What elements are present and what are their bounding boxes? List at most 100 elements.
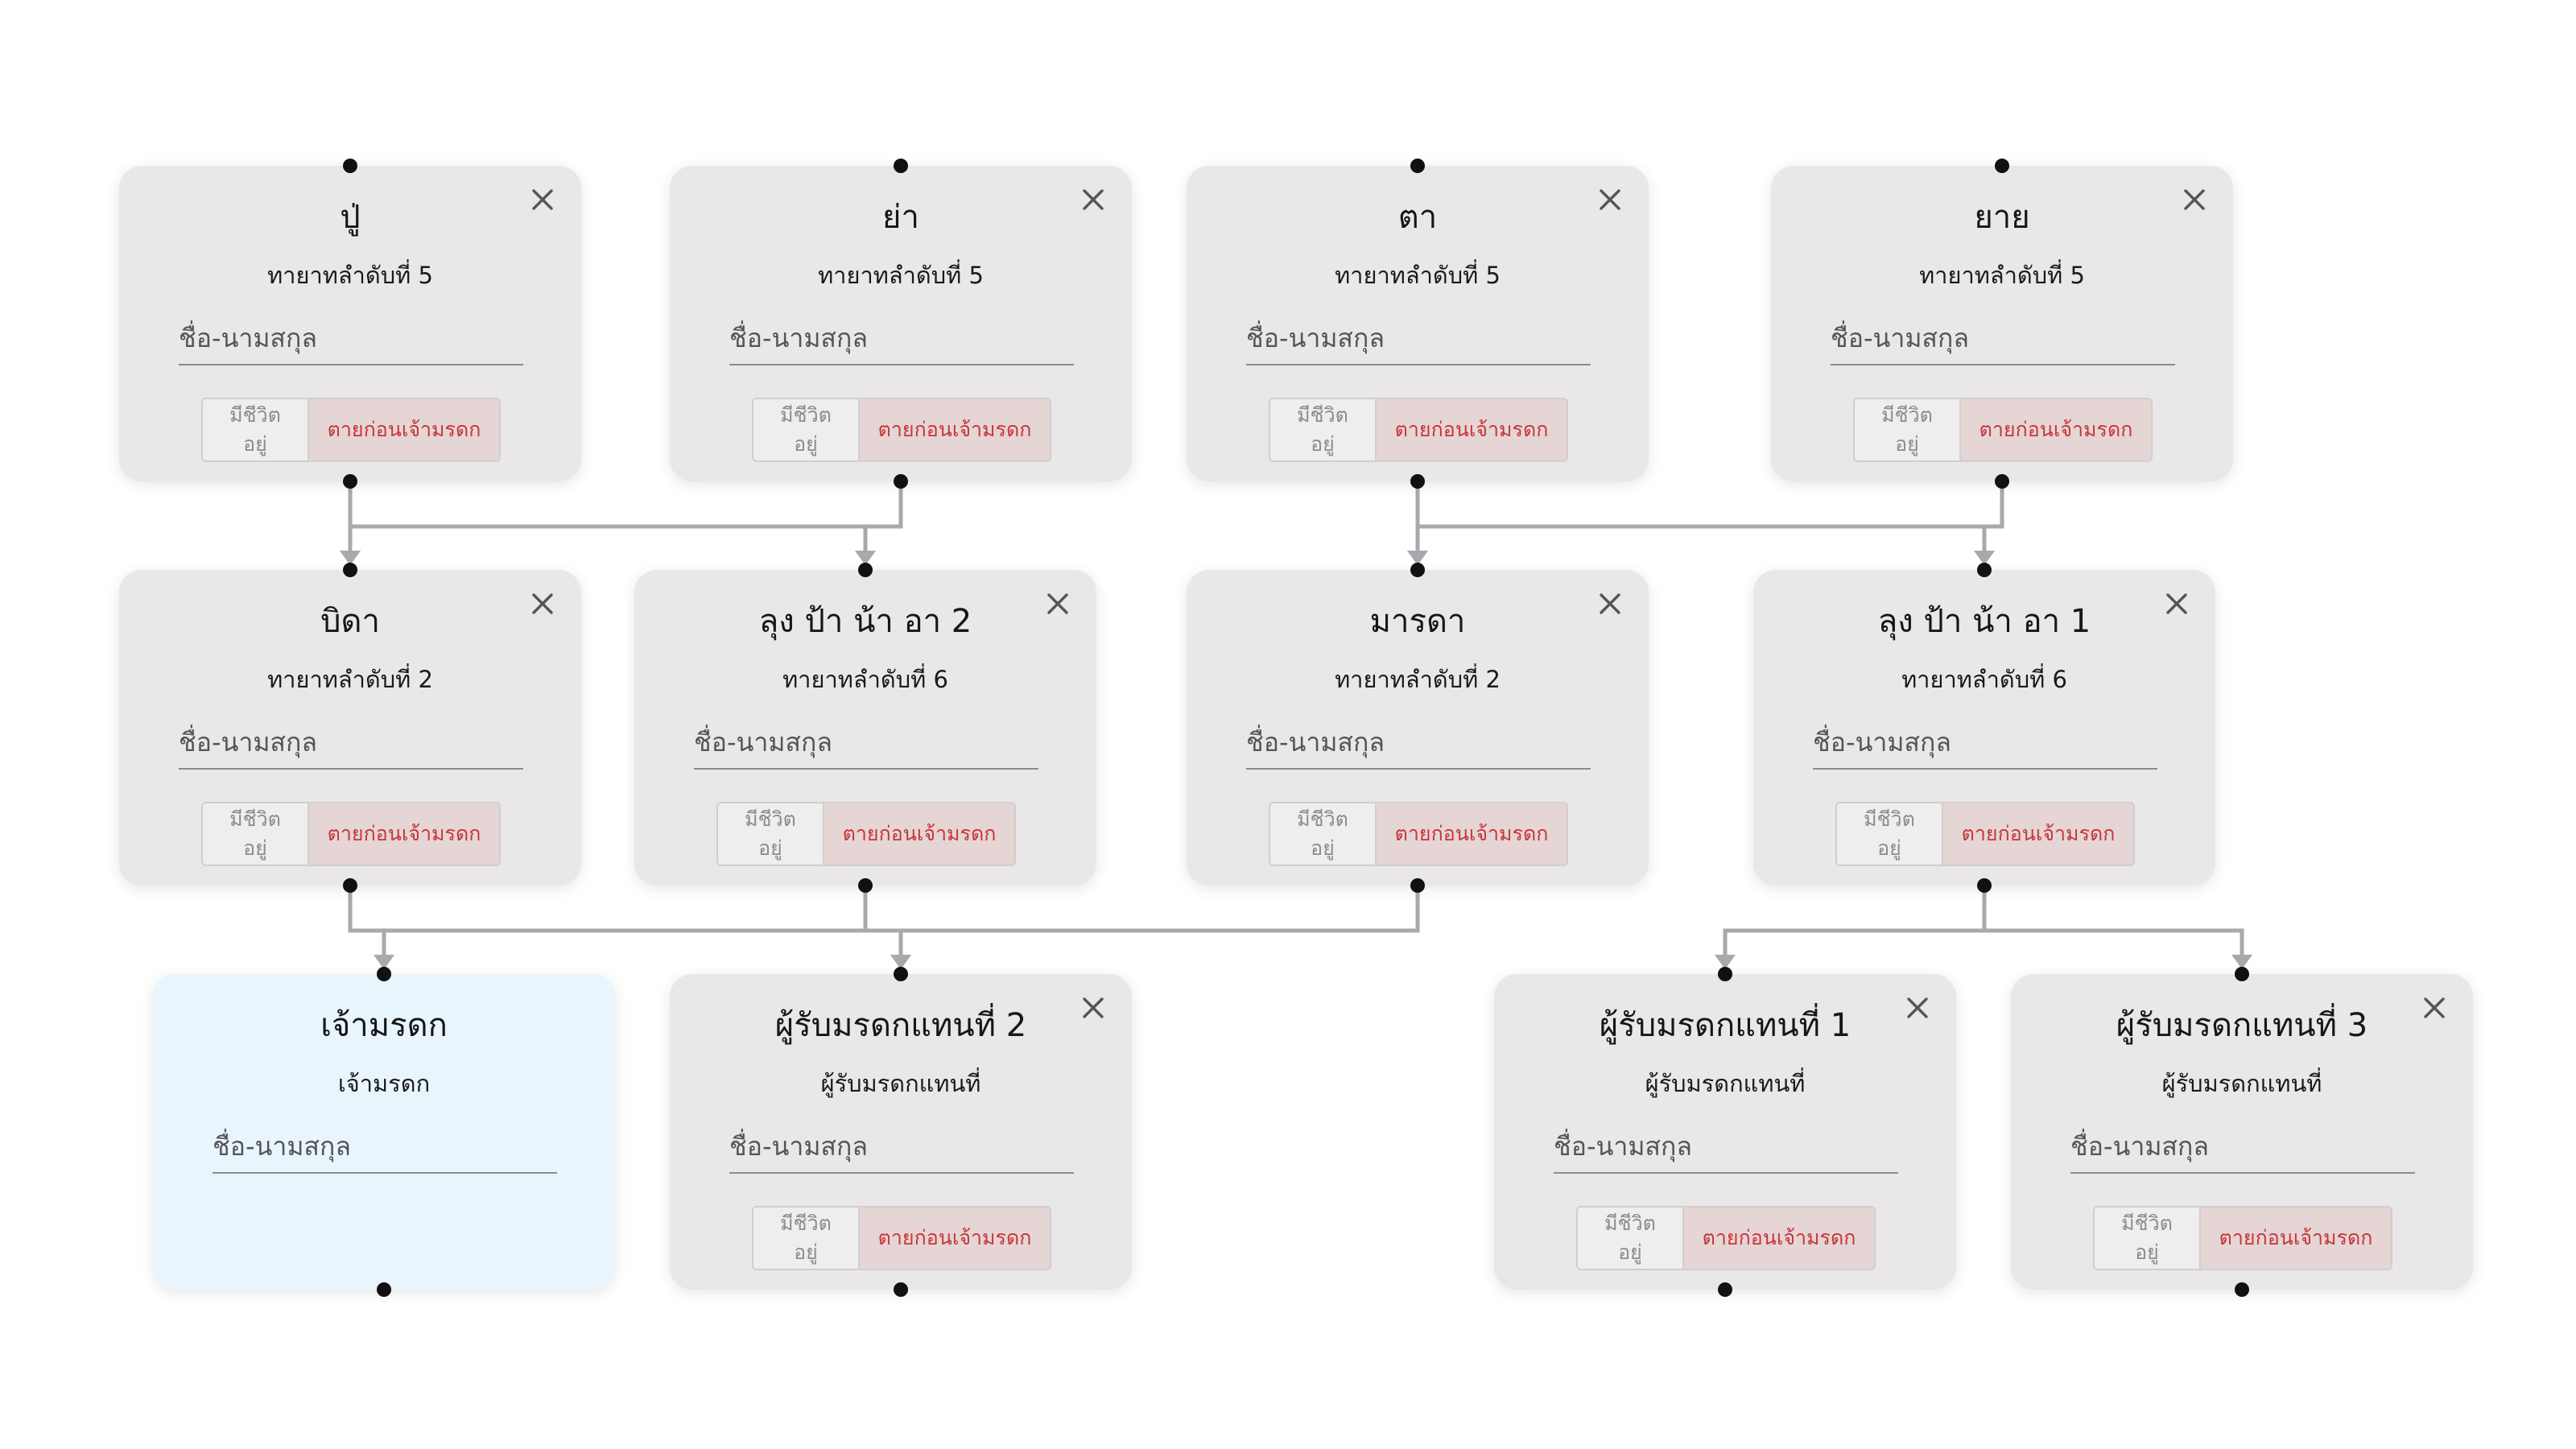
status-dead-before-owner-button[interactable]: ตายก่อนเจ้ามรดก <box>309 399 499 460</box>
status-toggle[interactable]: มีชีวิต อยู่ตายก่อนเจ้ามรดก <box>201 398 501 462</box>
status-toggle[interactable]: มีชีวิต อยู่ตายก่อนเจ้ามรดก <box>2093 1206 2392 1270</box>
close-icon[interactable] <box>523 180 562 219</box>
status-alive-button[interactable]: มีชีวิต อยู่ <box>1270 399 1377 460</box>
connection-handle-top[interactable] <box>343 159 357 173</box>
connection-handle-bottom[interactable] <box>894 1282 908 1297</box>
edge-father-to-substitute-heir-2 <box>348 886 903 960</box>
status-dead-before-owner-button[interactable]: ตายก่อนเจ้ามรดก <box>860 1208 1050 1269</box>
node-substitute-heir-2[interactable]: ผู้รับมรดกแทนที่ 2ผู้รับมรดกแทนที่มีชีวิ… <box>670 967 1132 1297</box>
status-dead-before-owner-button[interactable]: ตายก่อนเจ้ามรดก <box>824 803 1014 865</box>
name-input[interactable] <box>179 316 523 365</box>
close-icon[interactable] <box>2175 180 2214 219</box>
status-dead-before-owner-button[interactable]: ตายก่อนเจ้ามรดก <box>1377 803 1567 865</box>
node-title: ย่า <box>882 199 919 236</box>
node-title: เจ้ามรดก <box>320 1007 448 1044</box>
status-alive-button[interactable]: มีชีวิต อยู่ <box>2095 1208 2201 1269</box>
status-alive-button[interactable]: มีชีวิต อยู่ <box>753 1208 860 1269</box>
name-input[interactable] <box>729 1124 1074 1174</box>
edge-grandpa-paternal-to-uncle-aunt-2 <box>348 481 868 555</box>
connection-handle-bottom[interactable] <box>1995 474 2009 489</box>
status-alive-button[interactable]: มีชีวิต อยู่ <box>1578 1208 1684 1269</box>
name-input[interactable] <box>1246 316 1591 365</box>
connection-handle-bottom[interactable] <box>343 878 357 893</box>
status-toggle[interactable]: มีชีวิต อยู่ตายก่อนเจ้ามรดก <box>201 802 501 866</box>
status-toggle[interactable]: มีชีวิต อยู่ตายก่อนเจ้ามรดก <box>1576 1206 1876 1270</box>
name-input[interactable] <box>729 316 1074 365</box>
close-icon[interactable] <box>1591 584 1629 623</box>
close-icon[interactable] <box>1074 180 1113 219</box>
status-toggle[interactable]: มีชีวิต อยู่ตายก่อนเจ้ามรดก <box>1835 802 2135 866</box>
node-substitute-heir-3[interactable]: ผู้รับมรดกแทนที่ 3ผู้รับมรดกแทนที่มีชีวิ… <box>2011 967 2473 1297</box>
close-icon[interactable] <box>1898 989 1937 1027</box>
status-alive-button[interactable]: มีชีวิต อยู่ <box>203 803 309 865</box>
node-grandpa-paternal[interactable]: ปู่ทายาทลำดับที่ 5มีชีวิต อยู่ตายก่อนเจ้… <box>119 159 581 489</box>
connection-handle-top[interactable] <box>894 967 908 981</box>
close-icon[interactable] <box>1074 989 1113 1027</box>
status-toggle[interactable]: มีชีวิต อยู่ตายก่อนเจ้ามรดก <box>1269 802 1568 866</box>
name-input[interactable] <box>1246 720 1591 770</box>
name-input[interactable] <box>213 1124 557 1174</box>
connection-handle-bottom[interactable] <box>377 1282 391 1297</box>
node-substitute-heir-1[interactable]: ผู้รับมรดกแทนที่ 1ผู้รับมรดกแทนที่มีชีวิ… <box>1494 967 1956 1297</box>
status-toggle[interactable]: มีชีวิต อยู่ตายก่อนเจ้ามรดก <box>752 398 1051 462</box>
connection-handle-top[interactable] <box>1410 563 1425 577</box>
status-dead-before-owner-button[interactable]: ตายก่อนเจ้ามรดก <box>1684 1208 1874 1269</box>
connection-handle-top[interactable] <box>343 563 357 577</box>
connection-handle-top[interactable] <box>1718 967 1732 981</box>
connection-handle-bottom[interactable] <box>2235 1282 2249 1297</box>
name-input[interactable] <box>694 720 1038 770</box>
name-input[interactable] <box>1831 316 2175 365</box>
close-icon[interactable] <box>2157 584 2196 623</box>
node-title: มารดา <box>1369 603 1466 640</box>
name-input[interactable] <box>1813 720 2157 770</box>
status-dead-before-owner-button[interactable]: ตายก่อนเจ้ามรดก <box>2201 1208 2391 1269</box>
edge-mother-to-substitute-heir-2 <box>898 886 1420 960</box>
connection-handle-top[interactable] <box>1410 159 1425 173</box>
close-icon[interactable] <box>523 584 562 623</box>
status-dead-before-owner-button[interactable]: ตายก่อนเจ้ามรดก <box>860 399 1050 460</box>
connection-handle-bottom[interactable] <box>894 474 908 489</box>
status-alive-button[interactable]: มีชีวิต อยู่ <box>203 399 309 460</box>
status-alive-button[interactable]: มีชีวิต อยู่ <box>1855 399 1961 460</box>
status-toggle[interactable]: มีชีวิต อยู่ตายก่อนเจ้ามรดก <box>1269 398 1568 462</box>
close-icon[interactable] <box>1591 180 1629 219</box>
connection-handle-top[interactable] <box>377 967 391 981</box>
node-estate-owner[interactable]: เจ้ามรดกเจ้ามรดก <box>153 967 615 1297</box>
connection-handle-top[interactable] <box>858 563 873 577</box>
status-dead-before-owner-button[interactable]: ตายก่อนเจ้ามรดก <box>309 803 499 865</box>
connection-handle-bottom[interactable] <box>1410 878 1425 893</box>
status-alive-button[interactable]: มีชีวิต อยู่ <box>1837 803 1943 865</box>
connection-handle-top[interactable] <box>2235 967 2249 981</box>
connection-handle-bottom[interactable] <box>858 878 873 893</box>
connection-handle-bottom[interactable] <box>1718 1282 1732 1297</box>
name-input[interactable] <box>1554 1124 1898 1174</box>
status-alive-button[interactable]: มีชีวิต อยู่ <box>718 803 824 865</box>
connection-handle-top[interactable] <box>894 159 908 173</box>
status-dead-before-owner-button[interactable]: ตายก่อนเจ้ามรดก <box>1377 399 1567 460</box>
name-input[interactable] <box>179 720 523 770</box>
connection-handle-bottom[interactable] <box>1410 474 1425 489</box>
node-heir-rank: ทายาทลำดับที่ 2 <box>1335 666 1501 693</box>
status-alive-button[interactable]: มีชีวิต อยู่ <box>753 399 860 460</box>
connection-handle-top[interactable] <box>1977 563 1992 577</box>
status-dead-before-owner-button[interactable]: ตายก่อนเจ้ามรดก <box>1943 803 2133 865</box>
name-input[interactable] <box>2070 1124 2415 1174</box>
close-icon[interactable] <box>2415 989 2454 1027</box>
close-icon[interactable] <box>1038 584 1077 623</box>
status-toggle[interactable]: มีชีวิต อยู่ตายก่อนเจ้ามรดก <box>1853 398 2153 462</box>
node-title: ผู้รับมรดกแทนที่ 1 <box>1599 1007 1852 1044</box>
connection-handle-bottom[interactable] <box>343 474 357 489</box>
connection-handle-bottom[interactable] <box>1977 878 1992 893</box>
status-alive-button[interactable]: มีชีวิต อยู่ <box>1270 803 1377 865</box>
status-toggle[interactable]: มีชีวิต อยู่ตายก่อนเจ้ามรดก <box>716 802 1016 866</box>
connection-handle-top[interactable] <box>1995 159 2009 173</box>
status-dead-before-owner-button[interactable]: ตายก่อนเจ้ามรดก <box>1961 399 2151 460</box>
status-toggle[interactable]: มีชีวิต อยู่ตายก่อนเจ้ามรดก <box>752 1206 1051 1270</box>
